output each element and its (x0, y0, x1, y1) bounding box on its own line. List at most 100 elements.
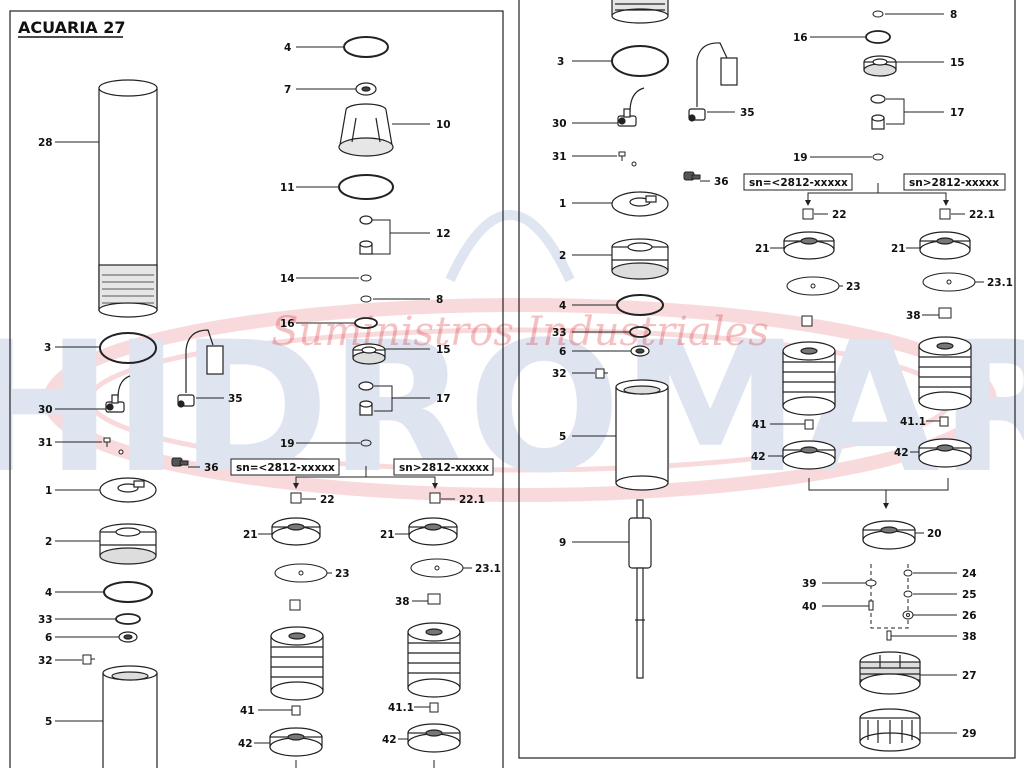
label-38: 38 (395, 596, 410, 608)
part-r23-1-disc (922, 272, 976, 292)
label-22-1: 22.1 (459, 494, 485, 506)
part-35-cable-with-capacitor (177, 329, 224, 408)
part-12-seal-set (359, 215, 373, 255)
label-r1: 1 (559, 198, 566, 210)
label-r26: 26 (962, 610, 977, 622)
part-28-motor-casing (98, 79, 158, 318)
label-36: 36 (204, 462, 219, 474)
part-r19-washer (872, 153, 884, 161)
part-41-spacer (291, 705, 301, 716)
label-r9: 9 (559, 537, 566, 549)
stage-stack-left (270, 626, 324, 701)
part-21-diffuser-top (271, 517, 321, 546)
label-r29: 29 (962, 728, 977, 740)
label-r42a: 42 (751, 451, 766, 463)
right-panel-frame (518, 0, 1016, 759)
label-r22: 22 (832, 209, 847, 221)
part-30-cable-connector (105, 375, 131, 413)
label-r21b: 21 (891, 243, 906, 255)
part-r39-washer (865, 579, 877, 587)
label-6: 6 (45, 632, 52, 644)
label-35: 35 (228, 393, 243, 405)
part-7-bearing (355, 82, 377, 96)
label-22: 22 (320, 494, 335, 506)
part-r29-base-cage (859, 708, 921, 752)
label-3: 3 (44, 342, 51, 354)
stage-stack-right (407, 622, 461, 698)
label-r31: 31 (552, 151, 567, 163)
label-41: 41 (240, 705, 255, 717)
label-17: 17 (436, 393, 451, 405)
part-r42-diffuser-base (782, 440, 836, 470)
part-r21-diffuser-top (783, 231, 835, 260)
part-4-o-ring (103, 581, 153, 603)
serial-range-new-box-right: sn>2812-xxxxx (903, 173, 1006, 191)
label-r41-1: 41.1 (900, 416, 926, 428)
part-r1-motor-cover (611, 191, 669, 217)
label-12: 12 (436, 228, 451, 240)
part-r22-sleeve (802, 208, 814, 220)
part-r36-cable-clamp (683, 171, 701, 181)
label-r4: 4 (559, 300, 566, 312)
serial-range-new-box: sn>2812-xxxxx (393, 458, 494, 476)
part-r23-disc (786, 276, 840, 296)
label-r3: 3 (557, 56, 564, 68)
part-14-washer (360, 274, 372, 282)
label-r2: 2 (559, 250, 566, 262)
part-36-cable-clamp (171, 457, 189, 467)
part-r41-spacer (804, 419, 814, 430)
label-15: 15 (436, 344, 451, 356)
label-r38: 38 (906, 310, 921, 322)
label-30: 30 (38, 404, 53, 416)
label-r19: 19 (793, 152, 808, 164)
label-r32: 32 (552, 368, 567, 380)
part-11-o-ring (338, 174, 394, 200)
document-title: ACUARIA 27 (18, 18, 126, 37)
part-r9-rotor-shaft (628, 499, 652, 679)
label-5: 5 (45, 716, 52, 728)
part-r35-cable-with-capacitor (688, 42, 738, 122)
part-r3-o-ring (611, 45, 669, 77)
stage-stack-right-right-panel (918, 336, 972, 411)
label-8: 8 (436, 294, 443, 306)
label-1: 1 (45, 485, 52, 497)
part-8-washer (360, 295, 372, 303)
part-31-screw (103, 437, 124, 455)
part-r38b-pin (886, 630, 892, 641)
label-11: 11 (280, 182, 295, 194)
part-1-motor-cover (99, 477, 157, 503)
left-panel-frame (9, 10, 504, 768)
part-22-1-sleeve (429, 492, 441, 504)
label-r30: 30 (552, 118, 567, 130)
label-r16: 16 (793, 32, 808, 44)
part-23-1-disc (410, 558, 464, 578)
label-4: 4 (45, 587, 52, 599)
label-r24: 24 (962, 568, 977, 580)
part-r27-suction-strainer (859, 651, 921, 695)
part-42-diffuser-base (269, 727, 323, 757)
part-r32-clip (595, 368, 608, 379)
stage-stack-left-right-panel (782, 341, 836, 416)
label-r21a: 21 (755, 243, 770, 255)
label-r33: 33 (552, 327, 567, 339)
part-38-sleeve (427, 593, 441, 605)
part-r16-o-ring (865, 30, 891, 44)
label-r36: 36 (714, 176, 729, 188)
label-r23: 23 (846, 281, 861, 293)
label-28: 28 (38, 137, 53, 149)
label-r39: 39 (802, 578, 817, 590)
label-r38b: 38 (962, 631, 977, 643)
part-21-diffuser-top-b (408, 517, 458, 546)
serial-range-old-box: sn=<2812-xxxxx (230, 458, 340, 476)
part-r8-washer (872, 10, 884, 18)
part-r42-diffuser-base-b (918, 438, 972, 468)
label-21b: 21 (380, 529, 395, 541)
part-15-seal-housing (352, 343, 386, 365)
part-3-o-ring (99, 332, 157, 364)
label-r15: 15 (950, 57, 965, 69)
part-r17-mechanical-seal (870, 94, 886, 130)
part-r30-cable-connector (617, 87, 645, 127)
part-10-pump-top (338, 103, 394, 157)
part-r25-o-ring (903, 590, 913, 598)
serial-range-new: sn>2812-xxxxx (399, 462, 489, 474)
